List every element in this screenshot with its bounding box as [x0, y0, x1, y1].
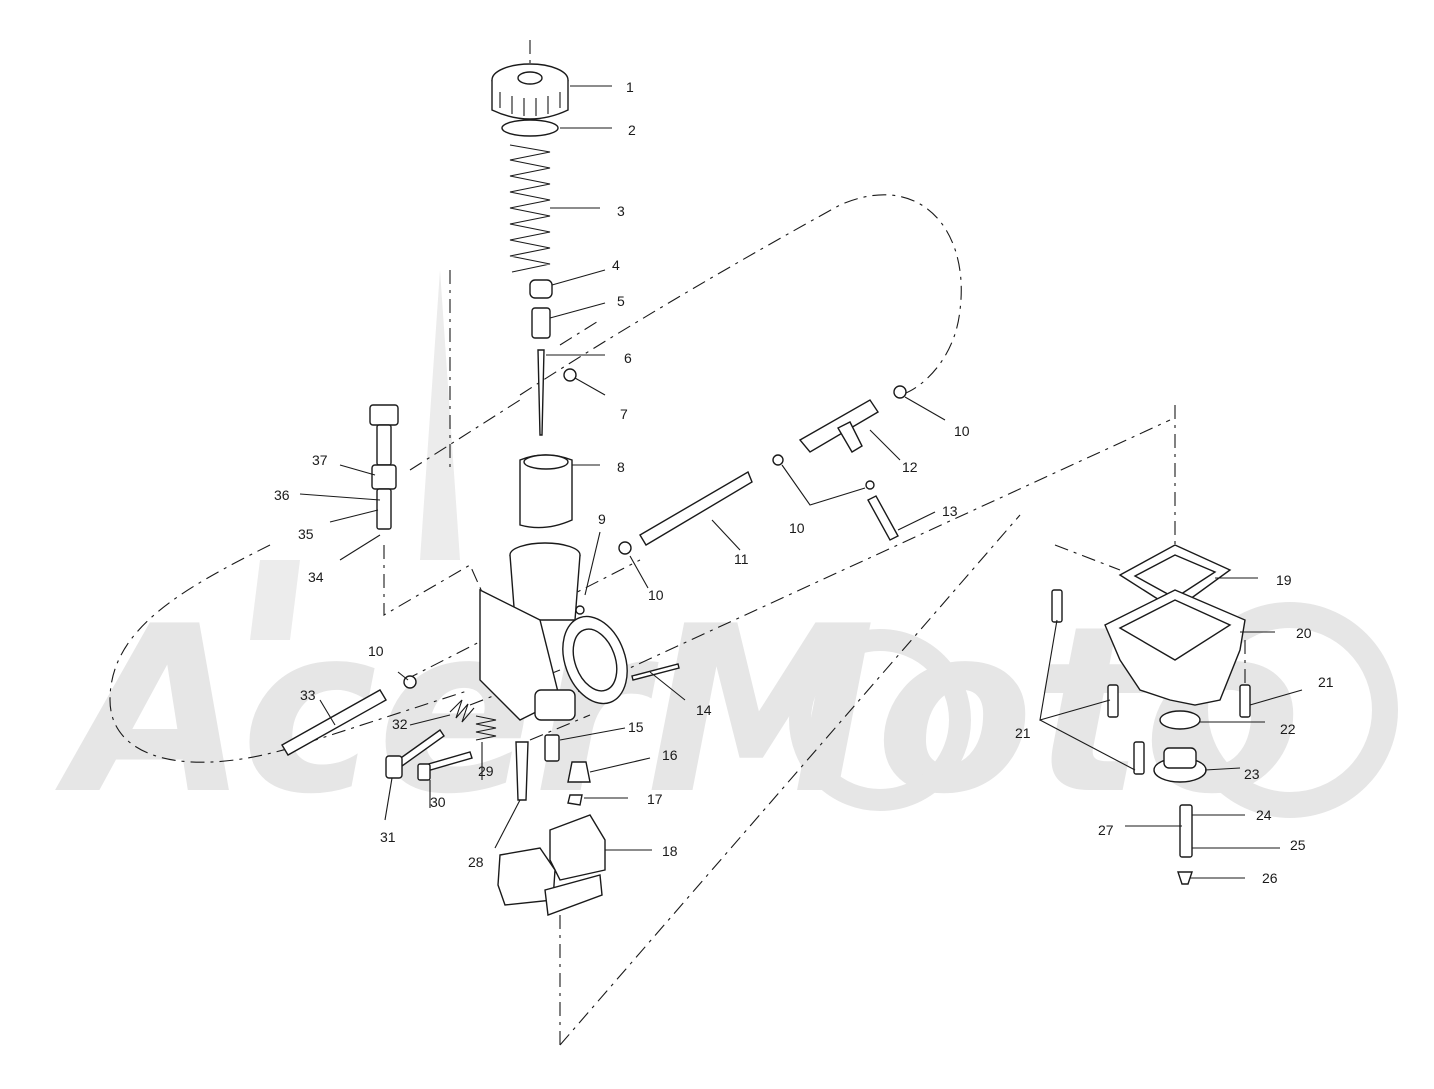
part-15-jet	[544, 734, 560, 762]
callout-33: 33	[300, 687, 316, 703]
callout-3: 3	[617, 203, 625, 219]
callout-34: 34	[308, 569, 324, 585]
callout-37: 37	[312, 452, 328, 468]
callout-10-d: 10	[954, 423, 970, 439]
part-18-float	[497, 814, 606, 916]
part-19-gasket	[1118, 544, 1232, 611]
part-8-slide	[519, 454, 573, 529]
leader-lines	[299, 85, 1303, 879]
callout-23: 23	[1244, 766, 1260, 782]
callout-30: 30	[430, 794, 446, 810]
part-5-holder	[531, 307, 551, 339]
callout-24: 24	[1256, 807, 1272, 823]
part-13-tube	[865, 480, 899, 541]
part-3-spring	[509, 144, 551, 273]
part-22-oring	[1159, 710, 1201, 730]
part-9-screw	[575, 605, 585, 615]
part-23-plug	[1153, 747, 1207, 783]
callout-14: 14	[696, 702, 712, 718]
part-1-cap	[491, 63, 569, 120]
callout-1: 1	[626, 79, 634, 95]
callout-21-b: 21	[1015, 725, 1031, 741]
callout-12: 12	[902, 459, 918, 475]
callout-6: 6	[624, 350, 632, 366]
part-4-retainer	[529, 279, 553, 299]
part-32-spring	[449, 699, 475, 723]
part-20-float-bowl	[1104, 589, 1246, 706]
callout-28: 28	[468, 854, 484, 870]
callout-labels: 1 2 3 4 5 6 7 8 9 10 10 10 10 11 12 13 1…	[274, 79, 1334, 886]
callout-8: 8	[617, 459, 625, 475]
callout-5: 5	[617, 293, 625, 309]
part-11-tube	[639, 470, 753, 546]
callout-36: 36	[274, 487, 290, 503]
parts-34-37-choke	[369, 404, 399, 530]
callout-35: 35	[298, 526, 314, 542]
callout-17: 17	[647, 791, 663, 807]
bolts-21	[1051, 589, 1251, 775]
part-7-clip	[563, 368, 577, 382]
assembly-lines	[109, 40, 1246, 1050]
callout-11: 11	[734, 551, 749, 567]
callout-2: 2	[628, 122, 636, 138]
part-30-screw	[417, 751, 473, 781]
callout-13: 13	[942, 503, 958, 519]
callout-19: 19	[1276, 572, 1292, 588]
callout-21-a: 21	[1318, 674, 1334, 690]
callout-27: 27	[1098, 822, 1114, 838]
callout-29: 29	[478, 763, 494, 779]
part-12-tee	[798, 399, 879, 453]
callout-10-b: 10	[368, 643, 384, 659]
callout-18: 18	[662, 843, 678, 859]
callout-9: 9	[598, 511, 606, 527]
callout-15: 15	[628, 719, 644, 735]
callout-20: 20	[1296, 625, 1312, 641]
callout-16: 16	[662, 747, 678, 763]
callout-31: 31	[380, 829, 396, 845]
callout-10-a: 10	[648, 587, 664, 603]
part-24-27-shaft	[1179, 804, 1193, 858]
callout-7: 7	[620, 406, 628, 422]
callout-26: 26	[1262, 870, 1278, 886]
callout-10-c: 10	[789, 520, 805, 536]
watermark: AcerMoto	[55, 270, 1398, 845]
part-17-washer	[567, 794, 583, 806]
part-14-pin	[631, 663, 680, 681]
part-6-needle	[537, 349, 545, 436]
part-29-spring	[475, 715, 497, 741]
callout-4: 4	[612, 257, 620, 273]
part-28-needle-jet	[515, 741, 529, 801]
callout-22: 22	[1280, 721, 1296, 737]
part-16-jet	[567, 761, 591, 783]
part-31-screw	[385, 729, 445, 779]
callout-32: 32	[392, 716, 408, 732]
callout-25: 25	[1290, 837, 1306, 853]
part-26-screw	[1177, 871, 1193, 885]
part-2-ring	[501, 119, 559, 137]
carburetor-body	[479, 542, 628, 721]
